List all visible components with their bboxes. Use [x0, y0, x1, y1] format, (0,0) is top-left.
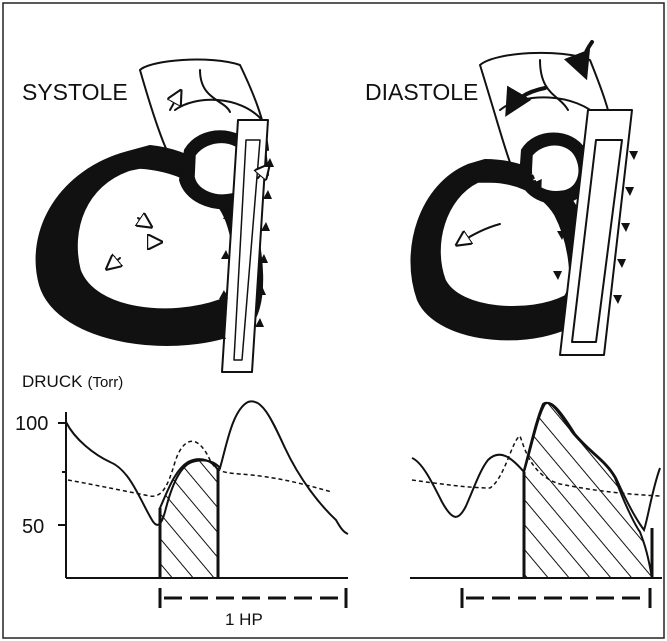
diastole-title: DIASTOLE: [365, 79, 478, 105]
left-interval-bar: [160, 588, 346, 608]
pressure-label-main: DRUCK: [22, 372, 83, 391]
pressure-label: DRUCK(Torr): [22, 372, 123, 391]
tick-label-100: 100: [15, 413, 48, 435]
systole-title: SYSTOLE: [22, 79, 128, 105]
interval-label: 1 HP: [225, 610, 263, 629]
left-augmentation-area: [160, 459, 218, 578]
right-interval-bar: [462, 588, 650, 608]
diastole-atrium-inner: [531, 145, 579, 192]
pressure-label-unit: (Torr): [87, 374, 123, 391]
right-augmentation-area: [524, 403, 652, 578]
diastole-flow-arrow-2: [508, 88, 545, 112]
tick-label-50: 50: [22, 516, 44, 538]
systole-heart-illustration: [37, 60, 274, 372]
